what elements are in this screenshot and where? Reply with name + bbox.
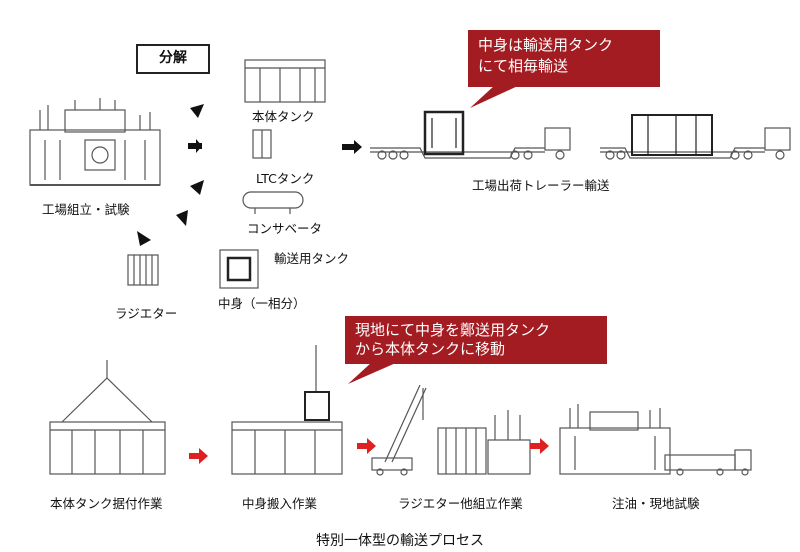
conservator-drawing xyxy=(242,191,304,214)
label-core-one-phase: 中身（一相分） xyxy=(218,296,306,311)
callout-mid: 現地にて中身を鄭送用タンク から本体タンクに移動 xyxy=(345,316,607,364)
ltc-tank-drawing xyxy=(252,129,272,159)
tank-install-drawing xyxy=(49,360,166,475)
callout-top: 中身は輸送用タンク にて相毎輸送 xyxy=(468,30,660,87)
label-factory-assembly: 工場組立・試験 xyxy=(42,202,130,217)
callout-top-line-2: にて相毎輸送 xyxy=(478,57,569,75)
core-lowering-drawing xyxy=(231,345,343,475)
callout-mid-tail xyxy=(348,362,398,384)
callout-top-tail xyxy=(470,85,520,108)
label-trailer-shipping: 工場出荷トレーラー輸送 xyxy=(472,178,610,193)
factory-transformer-drawing xyxy=(29,98,161,186)
label-radiator: ラジエター xyxy=(115,306,178,321)
site-test-drawing xyxy=(559,404,752,476)
transport-tank-drawing xyxy=(219,249,259,289)
label-conservator: コンサベータ xyxy=(247,221,323,236)
label-step-assembly: ラジエター他組立作業 xyxy=(398,496,523,511)
label-step-test: 注油・現地試験 xyxy=(612,496,700,511)
callout-mid-line-2: から本体タンクに移動 xyxy=(355,340,506,358)
label-step-core-in: 中身搬入作業 xyxy=(242,496,318,511)
label-transport-tank: 輸送用タンク xyxy=(274,251,350,266)
disassemble-label: 分解 xyxy=(136,44,210,74)
label-ltc-tank: LTCタンク xyxy=(256,171,315,186)
callout-mid-line-1: 現地にて中身を鄭送用タンク xyxy=(355,321,551,339)
label-main-tank: 本体タンク xyxy=(252,109,315,124)
red-arrows xyxy=(189,438,549,464)
label-step-install: 本体タンク据付作業 xyxy=(50,496,163,511)
black-arrows xyxy=(137,104,362,246)
main-tank-drawing xyxy=(244,59,326,103)
radiator-drawing xyxy=(127,254,159,286)
trailer-2-drawing xyxy=(600,114,791,160)
trailer-1-drawing xyxy=(370,110,571,160)
crane-assembly-drawing xyxy=(371,384,531,476)
callout-top-line-1: 中身は輸送用タンク xyxy=(478,36,614,54)
diagram-caption: 特別一体型の輸送プロセス xyxy=(316,533,484,549)
